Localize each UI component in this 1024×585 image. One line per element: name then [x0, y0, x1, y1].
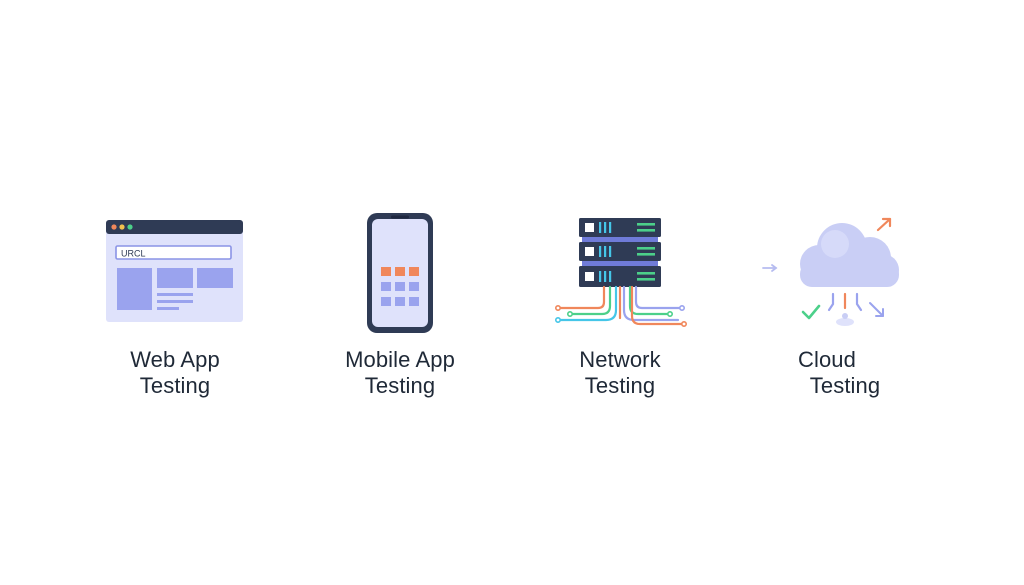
label-line-2: Testing [809, 373, 881, 398]
label-line-1: Mobile App [345, 347, 455, 372]
arrow-up-right-icon [876, 217, 892, 232]
server-unit [579, 266, 661, 287]
browser-window-icon: URCL [106, 220, 243, 322]
arrow-down-right-icon [869, 302, 884, 317]
smartphone-icon [367, 213, 433, 333]
network-cables [558, 285, 684, 326]
label-line-1: Network [579, 347, 661, 372]
server-rack-icon [554, 218, 688, 328]
label-line-2: Testing [139, 373, 211, 398]
server-unit [579, 218, 661, 237]
label-network-testing: Network Testing [520, 347, 720, 399]
cloud-icon [762, 217, 899, 326]
label-line-1: Web App [130, 347, 220, 372]
label-line-2: Testing [584, 373, 656, 398]
check-icon [801, 304, 821, 320]
card-mobile-app-testing: Mobile App Testing [300, 200, 500, 410]
label-cloud-testing: Cloud Testing [745, 347, 945, 399]
cable-end-dots [554, 305, 688, 328]
label-line-2: Testing [364, 373, 436, 398]
label-line-1: Cloud [798, 347, 856, 372]
label-web-app-testing: Web App Testing [75, 347, 275, 399]
label-mobile-app-testing: Mobile App Testing [300, 347, 500, 399]
server-unit [579, 242, 661, 261]
card-network-testing: Network Testing [520, 200, 720, 410]
card-cloud-testing: Cloud Testing [745, 200, 945, 410]
arrow-right-icon [762, 264, 778, 272]
card-web-app-testing: URCL Web App Testing [75, 200, 275, 410]
url-bar-text: URCL [121, 249, 146, 259]
